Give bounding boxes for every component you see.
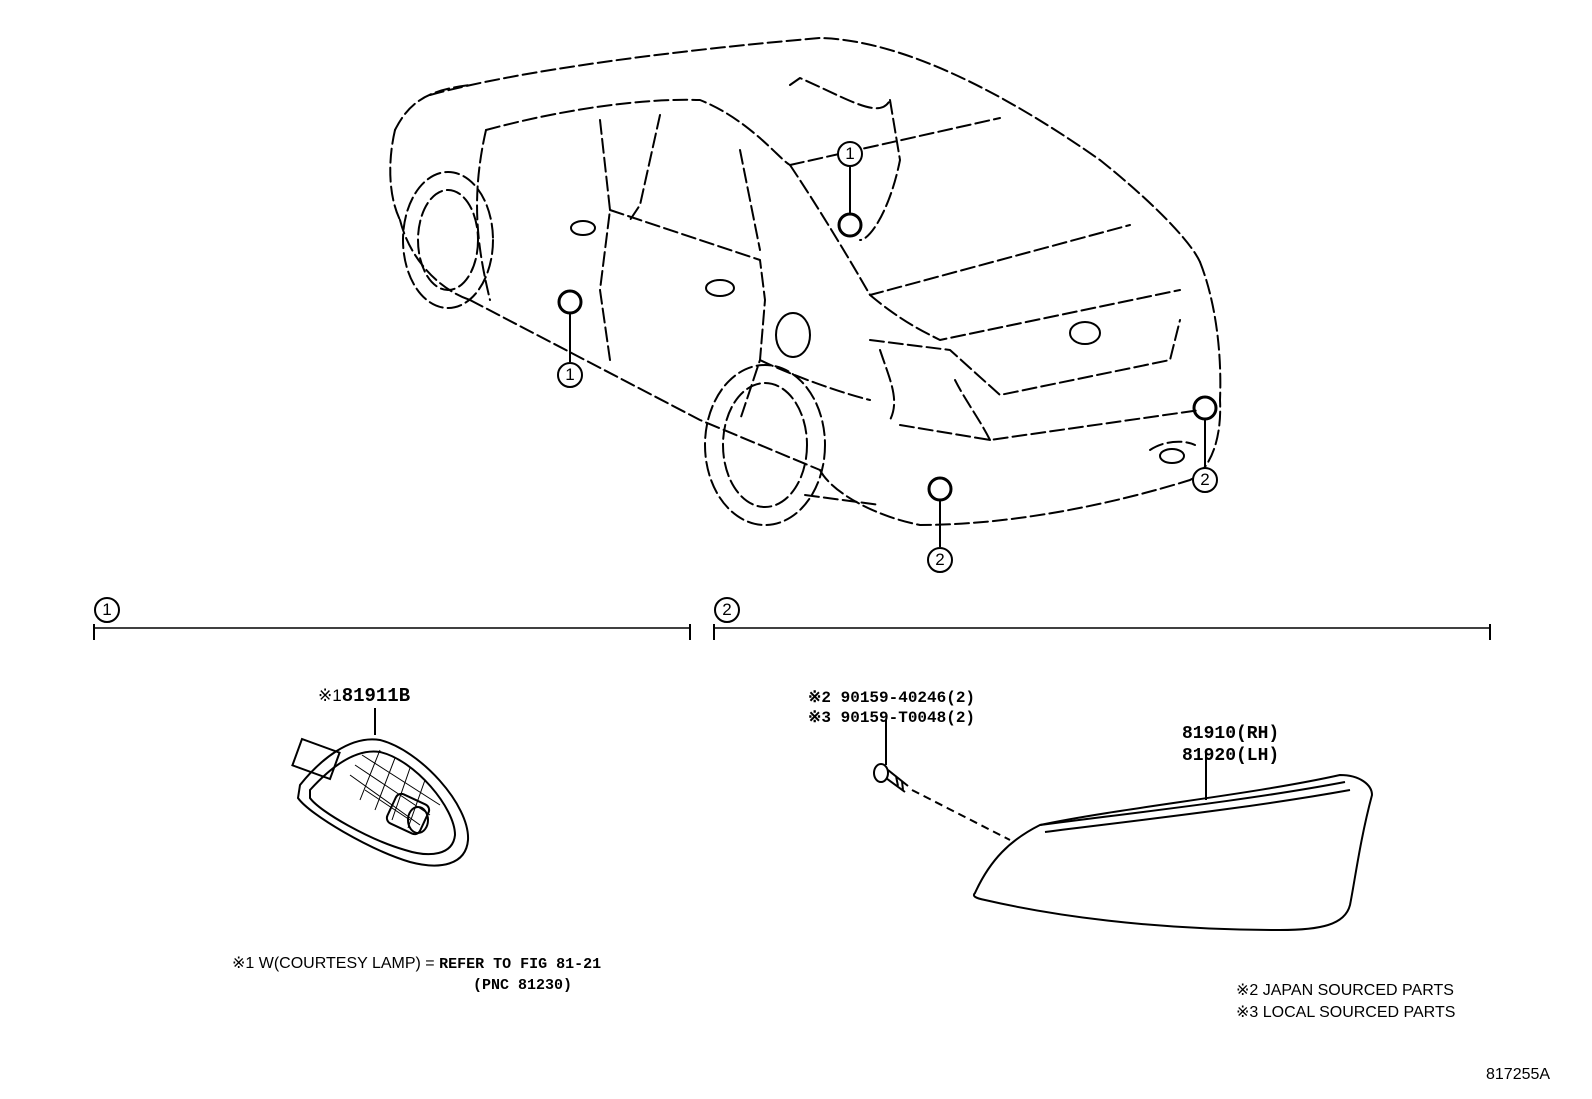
vehicle-callout-2-right: 2 bbox=[1192, 467, 1218, 493]
location-marker-2-left bbox=[927, 476, 953, 502]
reflector-lamp-drawing bbox=[972, 752, 1374, 932]
location-marker-2-right bbox=[1192, 395, 1218, 421]
courtesy-lamp-drawing bbox=[291, 708, 470, 867]
lamp-rh-label: 81910(RH) bbox=[1182, 724, 1280, 744]
courtesy-lamp-label: ※181911B bbox=[318, 687, 410, 706]
group-bracket-2 bbox=[713, 624, 1491, 640]
screw-japan-label: ※2 90159-40246(2) bbox=[808, 689, 976, 707]
note-courtesy-lamp-reference: REFER TO FIG 81-21 bbox=[439, 956, 602, 973]
location-marker-1-door bbox=[557, 289, 583, 315]
screw-drawing bbox=[873, 720, 1011, 841]
group-callout-1: 1 bbox=[94, 597, 120, 623]
vehicle-callout-1-roof: 1 bbox=[837, 141, 863, 167]
vehicle-callout-1-door: 1 bbox=[557, 362, 583, 388]
door-handle-rear bbox=[705, 279, 735, 297]
note-courtesy-lamp-prefix: ※1 W(COURTESY LAMP) = bbox=[232, 955, 440, 972]
location-marker-1-roof bbox=[837, 212, 863, 238]
group-callout-2: 2 bbox=[714, 597, 740, 623]
fuel-lid bbox=[775, 312, 811, 358]
diagram-id: 817255A bbox=[1486, 1066, 1551, 1083]
door-handle-front bbox=[570, 220, 596, 236]
note-courtesy-lamp-pnc: (PNC 81230) bbox=[473, 977, 573, 994]
screw-local-label: ※3 90159-T0048(2) bbox=[808, 709, 976, 727]
group-bracket-1 bbox=[93, 624, 691, 640]
courtesy-lamp-mark: ※1 bbox=[318, 686, 342, 705]
note-japan-sourced: ※2 JAPAN SOURCED PARTS bbox=[1236, 982, 1454, 999]
lamp-lh-label: 81920(LH) bbox=[1182, 746, 1280, 766]
rear-emblem bbox=[1069, 321, 1101, 345]
note-courtesy-lamp: ※1 W(COURTESY LAMP) = REFER TO FIG 81-21 bbox=[232, 955, 602, 973]
wheels bbox=[402, 171, 826, 526]
note-local-sourced: ※3 LOCAL SOURCED PARTS bbox=[1236, 1004, 1456, 1021]
vehicle-callout-2-left: 2 bbox=[927, 547, 953, 573]
exhaust-tip bbox=[1159, 448, 1185, 464]
courtesy-lamp-part-number: 81911B bbox=[341, 685, 411, 707]
vehicle-outline bbox=[389, 37, 1222, 526]
